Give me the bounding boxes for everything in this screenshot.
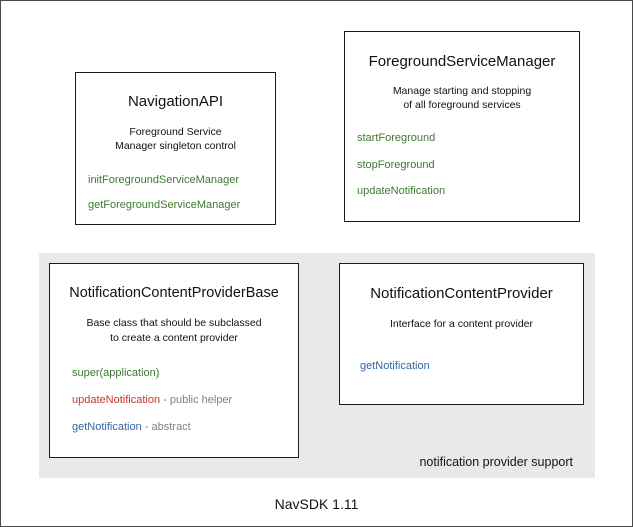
class-member-name: getNotification [72,421,142,434]
class-title-foreground-service-manager: ForegroundServiceManager [368,53,556,70]
class-member[interactable]: updateNotification - public helper [72,393,298,407]
class-member-name: updateNotification [357,184,446,197]
class-member-name: initForegroundServiceManager [88,174,240,187]
class-member-note: - abstract [141,421,191,434]
footer-caption: NavSDK 1.11 [274,496,359,512]
member-list-notification-content-provider-base: super(application) updateNotification - p… [50,366,298,435]
class-member[interactable]: initForegroundServiceManager [88,173,275,187]
class-member[interactable]: super(application) [72,366,298,380]
class-box-notification-content-provider-base[interactable]: NotificationContentProviderBase Base cla… [49,263,299,458]
class-member[interactable]: updateNotification [357,184,579,198]
class-title-notification-content-provider: NotificationContentProvider [370,285,553,302]
class-member[interactable]: getNotification - abstract [72,420,298,434]
group-panel-label: notification provider support [419,455,573,469]
class-title-navigation-api: NavigationAPI [127,93,224,110]
class-member-note: - public helper [160,394,233,407]
class-title-notification-content-provider-base: NotificationContentProviderBase [69,285,279,301]
class-member-name: updateNotification [72,394,161,407]
member-list-notification-content-provider: getNotification [340,359,583,373]
class-member-name: super(application) [72,366,160,379]
class-box-notification-content-provider[interactable]: NotificationContentProvider Interface fo… [339,263,584,405]
class-box-foreground-service-manager[interactable]: ForegroundServiceManager Manage starting… [344,31,580,222]
class-member-name: getForegroundServiceManager [88,198,241,211]
member-list-navigation-api: initForegroundServiceManager getForegroun… [76,173,275,212]
class-member[interactable]: getNotification [360,359,583,373]
class-member[interactable]: startForeground [357,131,579,145]
class-member[interactable]: stopForeground [357,158,579,172]
class-member[interactable]: getForegroundServiceManager [88,198,275,212]
class-member-name: getNotification [360,360,430,373]
member-list-foreground-service-manager: startForeground stopForeground updateNotif… [345,131,579,198]
class-member-name: stopForeground [357,158,435,171]
class-description-notification-content-provider: Interface for a content provider [390,318,533,330]
class-member-name: startForeground [357,132,436,145]
